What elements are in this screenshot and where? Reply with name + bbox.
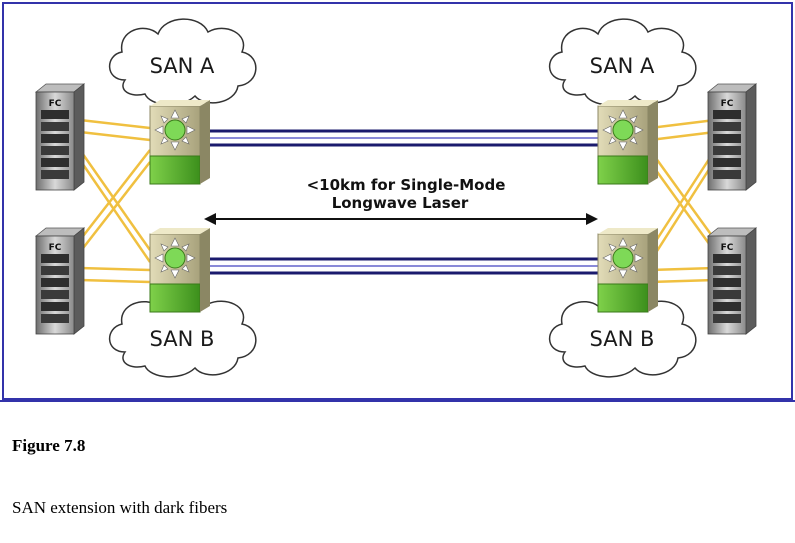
cloud-san-a-left: SAN A	[108, 18, 257, 106]
fc-switch-bottom-right	[597, 227, 659, 313]
cloud-san-b-right: SAN B	[548, 291, 697, 378]
san-diagram: SAN A SAN A SAN B SAN B FC FC FC FC <10k…	[35, 18, 757, 378]
isl-links-top	[195, 129, 605, 147]
caption-divider	[0, 400, 795, 402]
fc-server-bottom-right: FC	[707, 227, 757, 335]
distance-arrow	[204, 213, 598, 225]
server-label: FC	[721, 243, 734, 253]
cloud-label: SAN B	[150, 327, 215, 351]
server-label: FC	[49, 243, 62, 253]
fc-switch-top-right	[597, 99, 659, 185]
server-label: FC	[49, 99, 62, 109]
cloud-san-b-left: SAN B	[108, 291, 257, 378]
fc-server-top-right: FC	[707, 83, 757, 191]
distance-label-line2: Longwave Laser	[332, 194, 469, 212]
isl-links-bottom	[195, 257, 605, 275]
cloud-label: SAN A	[150, 54, 215, 78]
server-label: FC	[721, 99, 734, 109]
cloud-san-a-right: SAN A	[548, 18, 697, 106]
fc-server-bottom-left: FC	[35, 227, 85, 335]
fiber-cables-left	[78, 118, 152, 284]
distance-label-line1: <10km for Single-Mode	[307, 176, 506, 194]
cloud-label: SAN B	[590, 327, 655, 351]
cloud-label: SAN A	[590, 54, 655, 78]
fiber-cables-right	[648, 118, 717, 284]
figure-caption: SAN extension with dark fibers	[12, 498, 228, 517]
figure-title: Figure 7.8	[12, 436, 86, 455]
fc-switch-bottom-left	[149, 227, 211, 313]
fc-server-top-left: FC	[35, 83, 85, 191]
fc-switch-top-left	[149, 99, 211, 185]
